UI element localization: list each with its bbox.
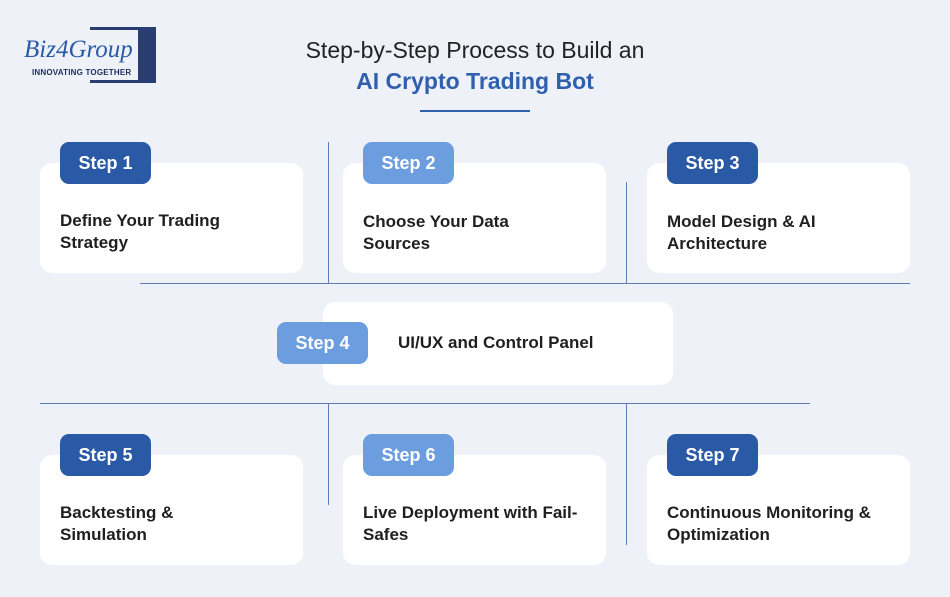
page-title-line-1: Step-by-Step Process to Build an xyxy=(305,37,645,63)
connector-horizontal-bottom xyxy=(40,403,810,404)
step-4-text: UI/UX and Control Panel xyxy=(398,333,594,352)
step-7-text: Continuous Monitoring & Optimization xyxy=(667,503,871,544)
logo-wordmark: Biz4Group xyxy=(24,36,133,63)
step-6-badge: Step 6 xyxy=(363,434,454,476)
step-2-badge: Step 2 xyxy=(363,142,454,184)
connector-horizontal-top xyxy=(140,283,910,284)
connector-vertical-2 xyxy=(626,182,627,284)
connector-vertical-3 xyxy=(328,403,329,505)
step-1-text: Define Your Trading Strategy xyxy=(60,211,220,252)
step-1-badge: Step 1 xyxy=(60,142,151,184)
connector-vertical-1 xyxy=(328,142,329,284)
step-6-text: Live Deployment with Fail-Safes xyxy=(363,503,578,544)
step-4-badge: Step 4 xyxy=(277,322,368,364)
connector-vertical-4 xyxy=(626,403,627,545)
step-5-badge: Step 5 xyxy=(60,434,151,476)
logo-tagline: INNOVATING TOGETHER xyxy=(32,68,132,77)
step-3-badge: Step 3 xyxy=(667,142,758,184)
page-title-line-2: AI Crypto Trading Bot xyxy=(356,68,594,94)
step-7-badge: Step 7 xyxy=(667,434,758,476)
step-3-text: Model Design & AI Architecture xyxy=(667,212,816,253)
step-5-text: Backtesting & Simulation xyxy=(60,503,174,544)
step-4-card xyxy=(323,302,673,385)
title-underline xyxy=(420,110,530,112)
step-2-text: Choose Your Data Sources xyxy=(363,212,509,253)
logo-backdrop xyxy=(20,30,138,80)
